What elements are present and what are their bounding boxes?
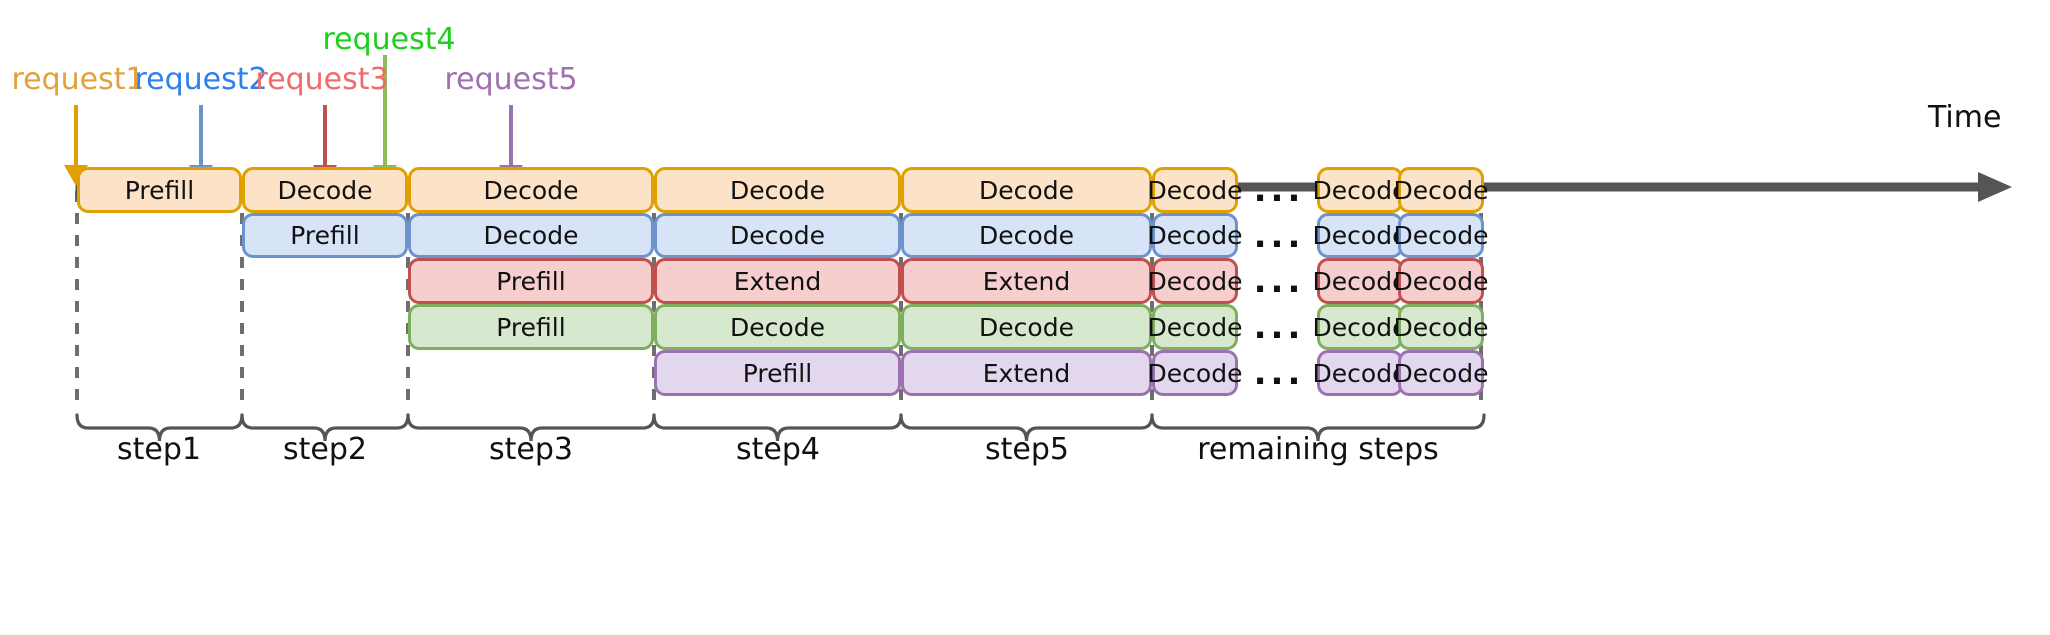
block-request1-decode: Decode: [242, 167, 408, 213]
ellipsis-request2: ...: [1253, 215, 1305, 256]
block-request4-decode: Decode: [1394, 304, 1488, 350]
step-label-6: remaining steps: [1197, 432, 1439, 467]
block-request3-prefill: Prefill: [408, 258, 654, 304]
block-request1-decode: Decode: [1313, 167, 1407, 213]
block-request2-decode: Decode: [901, 213, 1152, 258]
block-request3-decode: Decode: [1394, 258, 1488, 304]
block-request2-decode: Decode: [408, 213, 654, 258]
block-request4-decode: Decode: [1148, 304, 1242, 350]
block-request2-decode: Decode: [1313, 213, 1407, 258]
request-label-request3: request3: [255, 62, 389, 97]
block-request1-decode: Decode: [901, 167, 1152, 213]
block-request1-decode: Decode: [408, 167, 654, 213]
block-request5-decode: Decode: [1148, 350, 1242, 396]
block-request1-decode: Decode: [1394, 167, 1488, 213]
block-request4-decode: Decode: [901, 304, 1152, 350]
block-request1-prefill: Prefill: [77, 167, 242, 213]
request-label-request1: request1: [11, 62, 145, 97]
block-request1-decode: Decode: [654, 167, 901, 213]
block-request4-decode: Decode: [1313, 304, 1407, 350]
block-request3-extend: Extend: [654, 258, 901, 304]
request-label-request5: request5: [444, 62, 578, 97]
block-request5-prefill: Prefill: [654, 350, 901, 396]
time-axis-label: Time: [1928, 100, 2002, 135]
request-label-request2: request2: [134, 62, 268, 97]
ellipsis-request5: ...: [1253, 353, 1305, 393]
step-label-2: step2: [283, 432, 367, 467]
ellipsis-request4: ...: [1253, 307, 1305, 347]
block-request2-decode: Decode: [1148, 213, 1242, 258]
step-label-1: step1: [117, 432, 201, 467]
block-request3-decode: Decode: [1313, 258, 1407, 304]
ellipsis-request1: ...: [1253, 170, 1305, 210]
step-label-4: step4: [736, 432, 820, 467]
step-label-5: step5: [985, 432, 1069, 467]
ellipsis-request3: ...: [1253, 261, 1305, 301]
block-request1-decode: Decode: [1148, 167, 1242, 213]
block-request2-decode: Decode: [1394, 213, 1488, 258]
block-request3-decode: Decode: [1148, 258, 1242, 304]
timeline-arrow-head: [1978, 172, 2012, 202]
step-label-3: step3: [489, 432, 573, 467]
block-request4-decode: Decode: [654, 304, 901, 350]
block-request4-prefill: Prefill: [408, 304, 654, 350]
block-request3-extend: Extend: [901, 258, 1152, 304]
request-label-request4: request4: [322, 22, 456, 57]
block-request2-decode: Decode: [654, 213, 901, 258]
block-request2-prefill: Prefill: [242, 213, 408, 258]
block-request5-extend: Extend: [901, 350, 1152, 396]
block-request5-decode: Decode: [1394, 350, 1488, 396]
block-request5-decode: Decode: [1313, 350, 1407, 396]
